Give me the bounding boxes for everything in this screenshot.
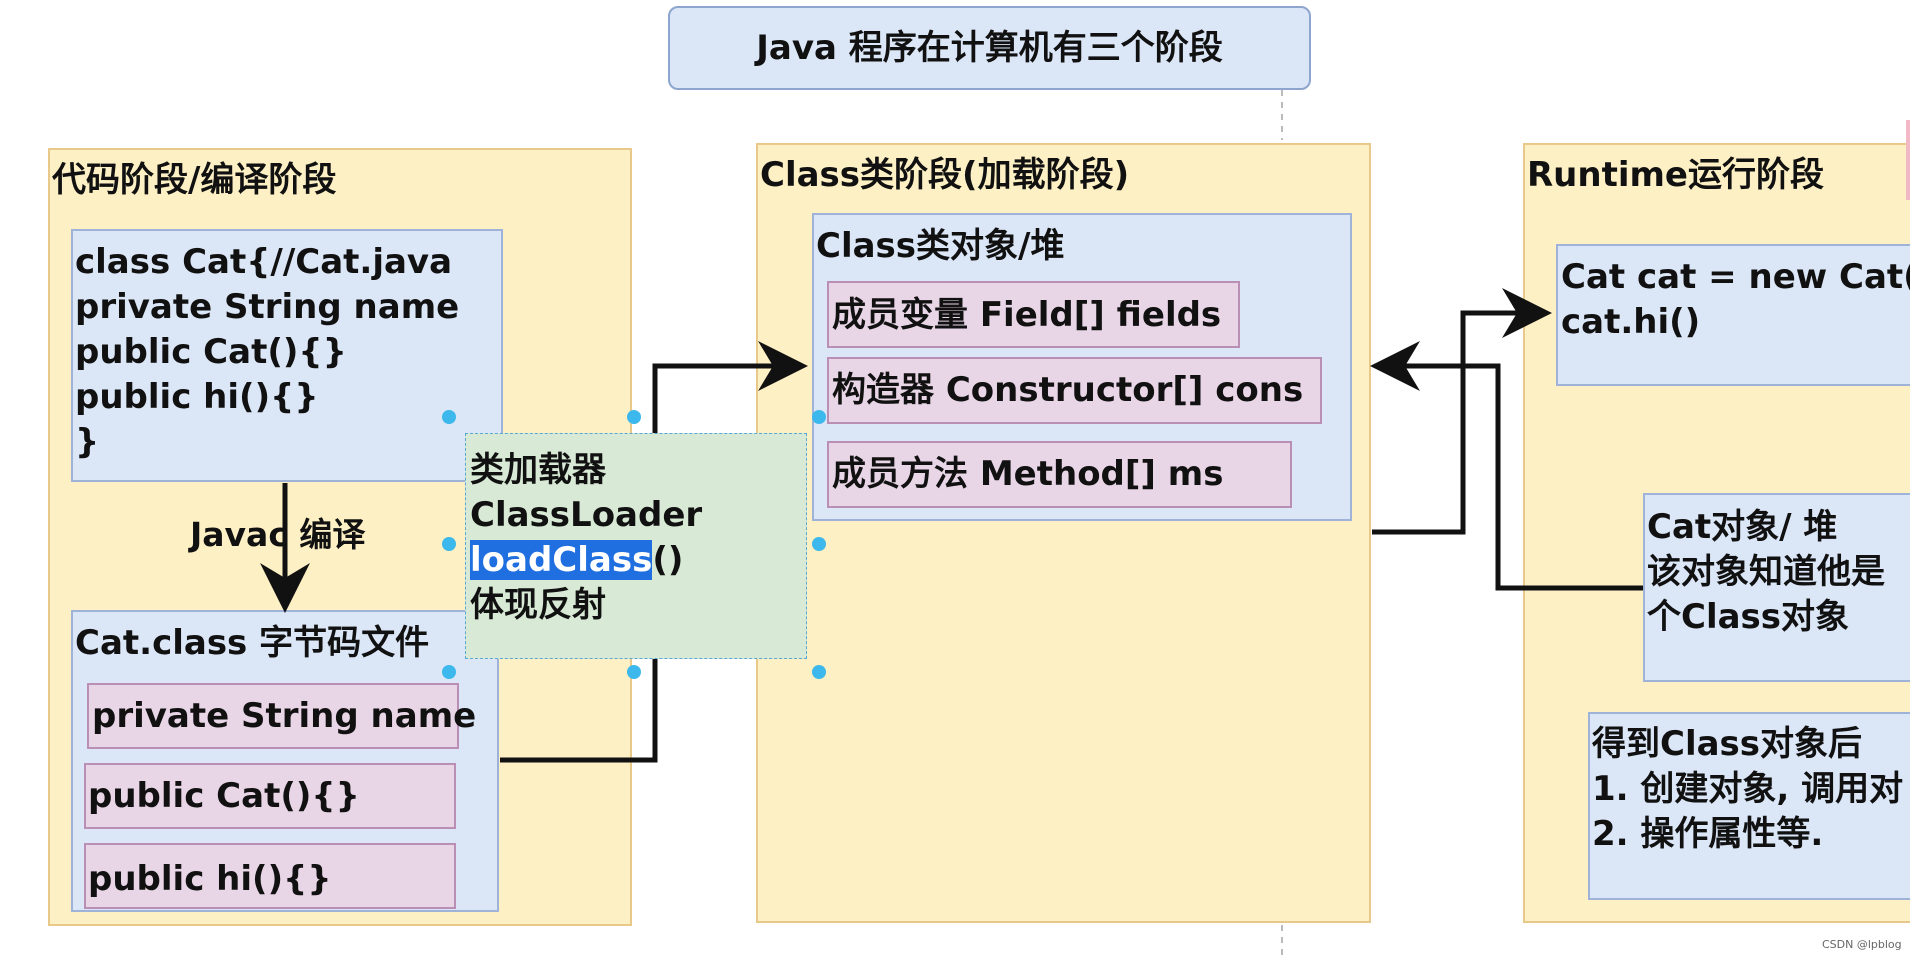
resize-handle[interactable] [442, 537, 456, 551]
bytecode-item-name [87, 683, 459, 749]
classloader-line: loadClass() [470, 538, 702, 583]
stage-code-heading: 代码阶段/编译阶段 [52, 160, 337, 200]
compile-label: Javac 编译 [190, 515, 366, 554]
source-line: public Cat(){} [75, 332, 347, 372]
after-class-line: 2. 操作属性等. [1592, 814, 1824, 854]
selected-text[interactable]: loadClass [470, 540, 653, 580]
classloader-parens: () [652, 540, 684, 580]
classloader-line: ClassLoader [470, 495, 703, 535]
bytecode-item-label: public hi(){} [88, 859, 332, 899]
edge-shape-fragment [1906, 120, 1910, 200]
after-class-line: 得到Class对象后 [1592, 724, 1863, 764]
after-class-text: 得到Class对象后 1. 创建对象, 调用对 2. 操作属性等. [1592, 722, 1903, 857]
bytecode-item-method [84, 843, 456, 909]
runtime-code: Cat cat = new Cat() cat.hi() [1561, 255, 1910, 345]
member-constructors-label: 构造器 Constructor[] cons [832, 370, 1304, 410]
resize-handle[interactable] [442, 410, 456, 424]
bytecode-item-constructor [84, 763, 456, 829]
after-class-box [1588, 712, 1910, 900]
source-line: } [75, 422, 100, 462]
classloader-line: 体现反射 [470, 585, 606, 625]
resize-handle[interactable] [627, 410, 641, 424]
cat-object-text: Cat对象/ 堆 该对象知道他是 个Class对象 [1647, 505, 1885, 640]
bytecode-item-label: public Cat(){} [88, 776, 360, 816]
member-methods-box [827, 441, 1292, 508]
member-fields-label: 成员变量 Field[] fields [832, 295, 1222, 335]
member-methods-label: 成员方法 Method[] ms [832, 454, 1224, 494]
cat-object-box [1643, 493, 1910, 682]
resize-handle[interactable] [812, 537, 826, 551]
stage-class-heading: Class类阶段(加载阶段) [760, 155, 1130, 195]
cat-object-line: 该对象知道他是 [1647, 552, 1885, 592]
bytecode-item-label: private String name [92, 696, 477, 736]
source-code: class Cat{//Cat.java private String name… [75, 240, 459, 465]
watermark-credit: CSDN @lpblog [1822, 938, 1902, 951]
resize-handle[interactable] [812, 665, 826, 679]
resize-handle[interactable] [627, 665, 641, 679]
diagram-title: Java 程序在计算机有三个阶段 [756, 28, 1223, 68]
source-line: private String name [75, 287, 460, 327]
classloader-text: 类加载器 ClassLoader loadClass() 体现反射 [470, 448, 702, 628]
runtime-code-line: Cat cat = new Cat() [1561, 257, 1910, 297]
member-constructors-box [827, 357, 1322, 424]
stage-runtime-heading: Runtime运行阶段 [1527, 155, 1824, 195]
cat-object-line: Cat对象/ 堆 [1647, 507, 1838, 547]
source-line: class Cat{//Cat.java [75, 242, 453, 282]
source-file-box [71, 229, 503, 482]
runtime-code-box [1556, 244, 1910, 386]
runtime-code-line: cat.hi() [1561, 302, 1701, 342]
member-fields-box [827, 281, 1240, 348]
source-line: public hi(){} [75, 377, 319, 417]
cat-object-line: 个Class对象 [1647, 597, 1850, 637]
after-class-line: 1. 创建对象, 调用对 [1592, 769, 1904, 809]
classloader-line: 类加载器 [470, 450, 606, 490]
bytecode-heading: Cat.class 字节码文件 [75, 623, 430, 663]
title-box [668, 6, 1311, 90]
resize-handle[interactable] [442, 665, 456, 679]
class-object-heading: Class类对象/堆 [816, 226, 1065, 266]
resize-handle[interactable] [812, 410, 826, 424]
